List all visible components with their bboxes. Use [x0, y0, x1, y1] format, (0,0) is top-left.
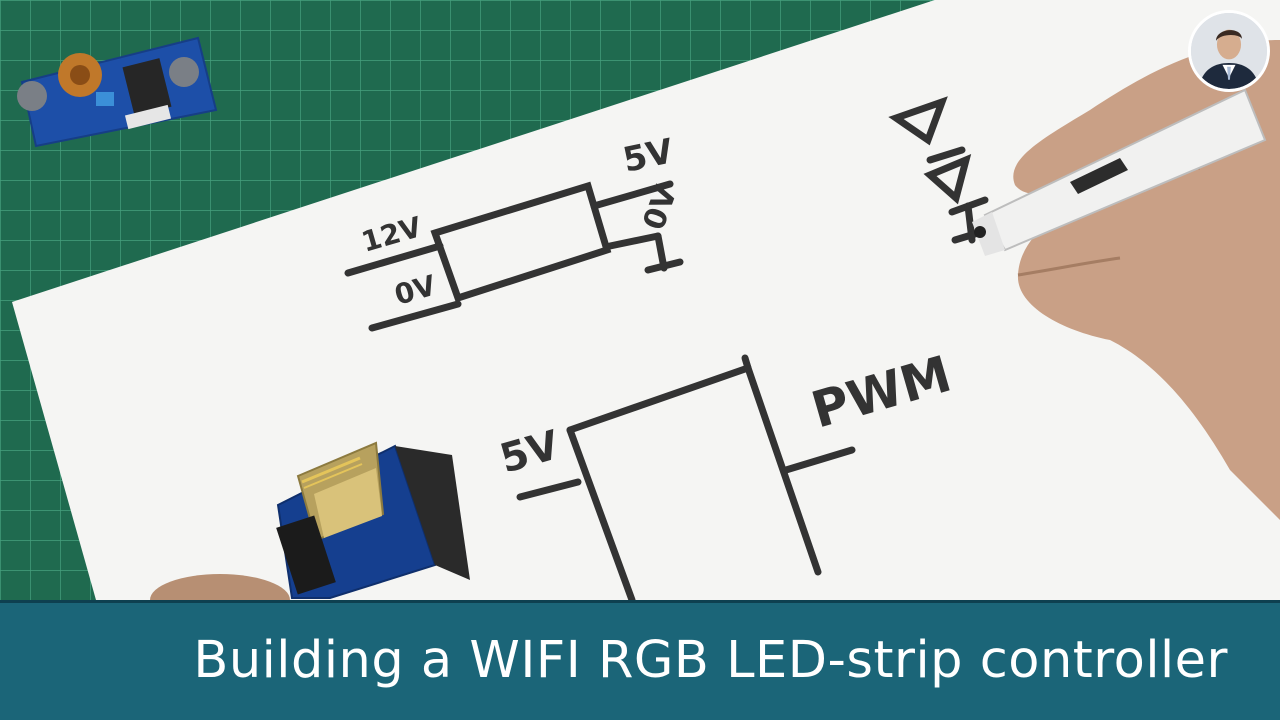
photo-scene: 12V 0V 5V 0V 5V PWM — [0, 0, 1280, 600]
video-title: Building a WIFI RGB LED-strip controller — [193, 630, 1228, 690]
fingers-bottom — [150, 574, 290, 600]
regulator-sketch — [344, 180, 684, 332]
microcontroller-sketch — [516, 354, 856, 600]
presenter-avatar — [1188, 10, 1270, 92]
caption-bar: Building a WIFI RGB LED-strip controller — [0, 600, 1280, 720]
buck-converter-board — [17, 36, 218, 148]
esp8266-module — [276, 441, 470, 599]
marker-pen — [972, 88, 1267, 256]
